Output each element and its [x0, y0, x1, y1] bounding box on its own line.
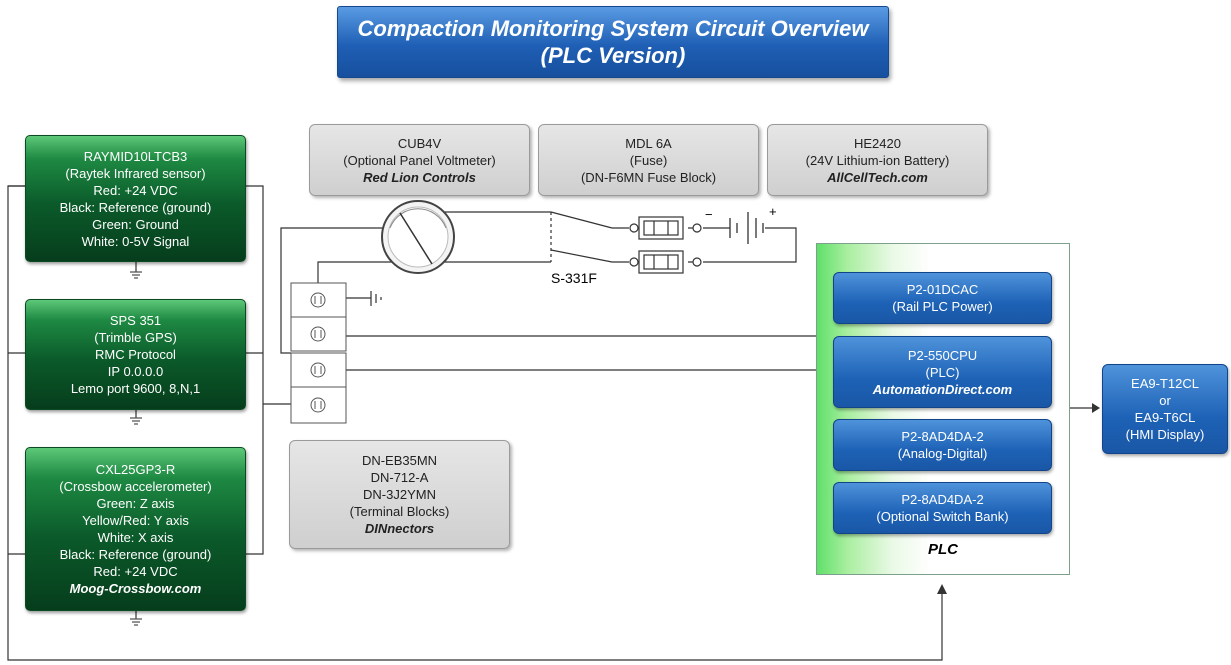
plc-module-switch-bank: P2-8AD4DA-2 (Optional Switch Bank): [833, 482, 1052, 534]
voltmeter-model: CUB4V: [397, 135, 442, 151]
voltmeter-dial-icon: [381, 200, 455, 274]
gps-protocol: RMC Protocol: [95, 347, 176, 362]
battery-minus-label: −: [705, 207, 713, 222]
plc-module-power: P2-01DCAC (Rail PLC Power): [833, 272, 1052, 324]
accel-vendor: Moog-Crossbow.com: [69, 581, 202, 596]
accel-desc: (Crossbow accelerometer): [59, 479, 212, 494]
fuse-desc: (Fuse): [629, 152, 668, 168]
hmi-desc: (HMI Display): [1125, 427, 1205, 442]
plc-module-cpu-desc: (PLC): [925, 364, 960, 380]
plc-module-power-name: P2-01DCAC: [906, 282, 979, 297]
voltmeter-vendor: Red Lion Controls: [363, 169, 476, 185]
battery-desc: (24V Lithium-ion Battery): [805, 152, 950, 168]
terminal-line-2: DN-712-A: [370, 470, 429, 485]
plc-module-cpu: P2-550CPU (PLC) AutomationDirect.com: [833, 336, 1052, 408]
ground-icon: [130, 271, 142, 626]
voltmeter-box: CUB4V (Optional Panel Voltmeter) Red Lio…: [309, 124, 530, 196]
raytek-model: RAYMID10LTCB3: [83, 148, 188, 164]
switch-blade-top: [550, 211, 613, 229]
battery-wire: [703, 227, 797, 263]
gps-sensor-box: SPS 351 (Trimble GPS) RMC Protocol IP 0.…: [25, 299, 246, 410]
fuse-box: MDL 6A (Fuse) (DN-F6MN Fuse Block): [538, 124, 759, 196]
right-bus-wire: [246, 185, 264, 555]
terminal-line-1: DN-EB35MN: [361, 453, 438, 468]
raytek-green: Green: Ground: [92, 216, 179, 232]
battery-model: HE2420: [854, 135, 901, 151]
terminal-line-3: DN-3J2YMN: [363, 487, 436, 502]
accel-z: Green: Z axis: [96, 496, 175, 511]
terminal-line-4: (Terminal Blocks): [349, 504, 450, 519]
accel-black: Black: Reference (ground): [59, 547, 212, 562]
plc-module-analog-name: P2-8AD4DA-2: [901, 429, 984, 444]
accel-x: White: X axis: [97, 530, 174, 545]
title-line-2: (PLC Version): [540, 43, 686, 68]
title-line-1: Compaction Monitoring System Circuit Ove…: [357, 16, 869, 41]
battery-icon: [729, 212, 764, 244]
plc-module-cpu-name: P2-550CPU: [907, 347, 978, 363]
accel-y: Yellow/Red: Y axis: [82, 513, 189, 528]
raytek-white: White: 0-5V Signal: [81, 233, 190, 249]
terminal-block-icon: [290, 282, 347, 424]
accelerometer-sensor-box: CXL25GP3-R (Crossbow accelerometer) Gree…: [25, 447, 246, 611]
voltmeter-to-terminal-wire: [317, 261, 551, 283]
raytek-red: Red: +24 VDC: [93, 182, 178, 198]
fuse-detail: (DN-F6MN Fuse Block): [580, 169, 717, 185]
plc-module-power-desc: (Rail PLC Power): [892, 299, 993, 314]
battery-plus-label: +: [769, 204, 777, 219]
diagram-title: Compaction Monitoring System Circuit Ove…: [337, 6, 889, 78]
raytek-black: Black: Reference (ground): [59, 199, 212, 215]
gps-desc: (Trimble GPS): [94, 330, 177, 345]
plc-module-cpu-vendor: AutomationDirect.com: [872, 381, 1013, 397]
raytek-desc: (Raytek Infrared sensor): [65, 165, 206, 181]
fuse-icon: [629, 216, 702, 274]
terminal-vendor: DINnectors: [364, 521, 435, 536]
plc-module-switch-bank-name: P2-8AD4DA-2: [901, 492, 984, 507]
hmi-model-1: EA9-T12CL: [1131, 376, 1199, 391]
gps-port: Lemo port 9600, 8,N,1: [70, 381, 201, 396]
arrow-to-hmi: [1092, 403, 1100, 413]
hmi-or: or: [1159, 393, 1171, 408]
switch-label: S-331F: [551, 270, 597, 286]
terminal-blocks-box: DN-EB35MN DN-712-A DN-3J2YMN (Terminal B…: [289, 440, 510, 549]
hmi-display-box: EA9-T12CL or EA9-T6CL (HMI Display): [1102, 364, 1228, 454]
switch-blade-bottom: [550, 249, 613, 263]
terminal-ground-icon: [370, 291, 382, 306]
raytek-sensor-box: RAYMID10LTCB3 (Raytek Infrared sensor) R…: [25, 135, 246, 262]
fuse-model: MDL 6A: [625, 135, 672, 151]
plc-module-switch-bank-desc: (Optional Switch Bank): [876, 509, 1009, 524]
hmi-model-2: EA9-T6CL: [1134, 410, 1196, 425]
battery-box: HE2420 (24V Lithium-ion Battery) AllCell…: [767, 124, 988, 196]
arrow-to-plc: [937, 584, 947, 594]
gps-ip: IP 0.0.0.0: [107, 364, 164, 379]
plc-label: PLC: [928, 541, 958, 558]
voltmeter-loop-wire: [280, 227, 390, 354]
plc-module-analog: P2-8AD4DA-2 (Analog-Digital): [833, 419, 1052, 471]
battery-vendor: AllCellTech.com: [827, 169, 928, 185]
gps-model: SPS 351: [109, 313, 162, 328]
accel-red: Red: +24 VDC: [93, 564, 178, 579]
accel-model: CXL25GP3-R: [95, 462, 176, 477]
voltmeter-desc: (Optional Panel Voltmeter): [343, 152, 496, 168]
plc-module-analog-desc: (Analog-Digital): [897, 446, 988, 461]
